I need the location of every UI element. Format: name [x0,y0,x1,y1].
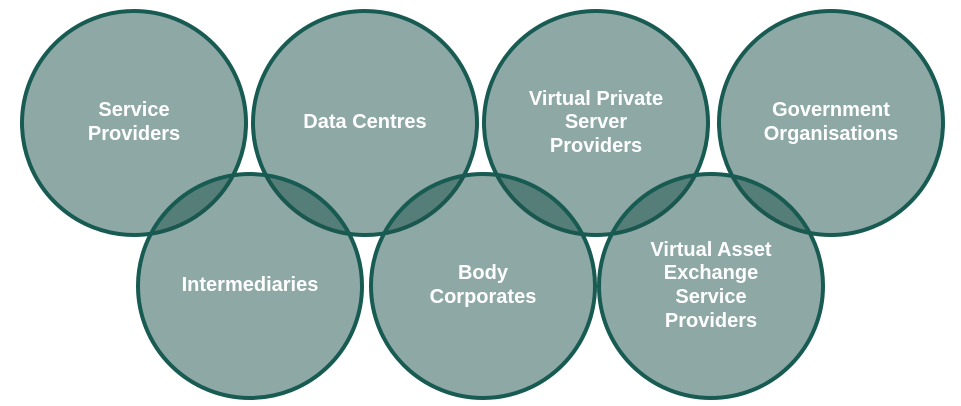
circle-virtual-asset-exchange-service-providers: Virtual Asset Exchange Service Providers [597,172,825,400]
circle-body-corporates: Body Corporates [369,172,597,400]
circle-label: Intermediaries [181,274,319,297]
circle-label: Virtual Private Server Providers [528,87,664,157]
circle-label: Government Organisations [763,99,899,145]
circle-label: Data Centres [303,111,427,134]
circle-label: Service Providers [87,99,181,145]
circle-label: Body Corporates [429,262,537,308]
circle-intermediaries: Intermediaries [136,172,364,400]
circle-service-providers: Service Providers [20,9,248,237]
circle-label: Virtual Asset Exchange Service Providers [650,238,772,332]
